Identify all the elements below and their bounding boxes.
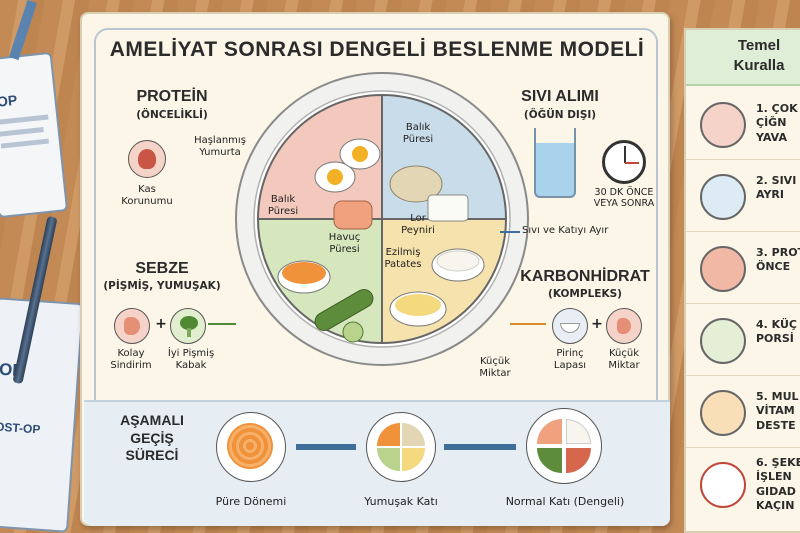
stage-arrow-2 <box>444 444 516 450</box>
carb-plus: + <box>591 316 603 332</box>
fluid-sub: (ÖĞÜN DIŞI) <box>523 109 597 121</box>
stomach-icon <box>114 308 150 344</box>
carb-sub: (KOMPLEKS) <box>548 288 622 300</box>
curd-label: Lor Peyniri <box>401 213 435 236</box>
protein-fish-label: Balık Püresi <box>267 194 299 217</box>
carb-header: KARBONHİDRAT <box>520 268 650 285</box>
rule-text-4: 4. KÜÇ PORSİ <box>756 318 797 346</box>
egg-label: Haşlanmış Yumurta <box>194 135 246 158</box>
vegetable-header: SEBZE <box>135 260 189 277</box>
vegetable-arrow <box>208 323 236 325</box>
poster: AMELİYAT SONRASI DENGELİ BESLENME MODELİ… <box>80 12 670 526</box>
veg-icon1-label: Kolay Sindirim <box>110 348 152 371</box>
protein-header: PROTEİN <box>136 88 208 105</box>
plate <box>235 72 529 366</box>
water-drop-icon <box>700 174 746 220</box>
veg-plus: + <box>155 316 167 332</box>
rule-item-protein: 3. PROT ÖNCE <box>686 234 800 304</box>
carb-arrow <box>510 323 546 325</box>
stage-normal-plate <box>526 408 602 484</box>
clock-icon <box>602 140 646 184</box>
plate-carb-section <box>381 218 508 345</box>
muscle-icon <box>128 140 166 178</box>
broccoli-icon <box>170 308 206 344</box>
rule-text-3: 3. PROT ÖNCE <box>756 246 800 274</box>
no-sugar-icon <box>700 462 746 508</box>
rule-item-chew: 1. ÇOK ÇİĞN YAVA <box>686 90 800 160</box>
small-portion-label: Küçük Miktar <box>479 356 511 379</box>
badge-text-bottom: OST-OP <box>0 419 41 437</box>
chewing-face-icon <box>700 102 746 148</box>
protein-sub: (ÖNCELİKLİ) <box>136 109 208 121</box>
stage-label-2: Yumuşak Katı <box>364 495 438 508</box>
vegetable-sub: (PİŞMİŞ, YUMUŞAK) <box>103 280 221 292</box>
pill-icon <box>700 390 746 436</box>
rules-panel: Temel Kuralla 1. ÇOK ÇİĞN YAVA 2. SIVI A… <box>684 28 800 533</box>
rule-text-6: 6. ŞEKE İŞLEN GIDAD KAÇIN <box>756 456 800 512</box>
potato-label: Ezilmiş Patates <box>384 247 422 270</box>
carb-icon1-label: Pirinç Lapası <box>553 348 587 371</box>
stage-label-3: Normal Katı (Dengeli) <box>505 495 625 508</box>
clock-label: 30 DK ÖNCE VEYA SONRA <box>593 187 655 209</box>
rule-text-2: 2. SIVI AYRI <box>756 174 797 202</box>
carrot-label: Havuç Püresi <box>328 232 361 255</box>
separate-arrow <box>500 231 520 233</box>
fluid-fish-label: Balık Püresi <box>402 122 434 145</box>
rule-item-vitamin: 5. MUL VİTAM DESTE <box>686 378 800 448</box>
rule-item-portion: 4. KÜÇ PORSİ <box>686 306 800 376</box>
water-glass-icon <box>534 128 576 198</box>
carb-icon2-label: Küçük Miktar <box>608 348 640 371</box>
poster-title: AMELİYAT SONRASI DENGELİ BESLENME MODELİ <box>109 38 645 61</box>
rule-text-1: 1. ÇOK ÇİĞN YAVA <box>756 102 798 144</box>
rule-text-5: 5. MUL VİTAM DESTE <box>756 390 799 432</box>
stage-arrow-1 <box>296 444 356 450</box>
protein-icon-label: Kas Korunumu <box>121 184 173 207</box>
fluid-header: SIVI ALIMI <box>521 88 599 105</box>
stomach-small-icon <box>606 308 642 344</box>
rules-header: Temel Kuralla <box>733 37 785 74</box>
stage-soft-plate <box>366 412 436 482</box>
plate-protein-section <box>256 93 383 220</box>
cup-icon <box>700 318 746 364</box>
rule-item-sugar: 6. ŞEKE İŞLEN GIDAD KAÇIN <box>686 450 800 533</box>
stage-label-1: Püre Dönemi <box>215 495 287 508</box>
stage-puree-plate <box>216 412 286 482</box>
rules-header-box: Temel Kuralla <box>686 30 800 86</box>
veg-icon2-label: İyi Pişmiş Kabak <box>167 348 215 371</box>
rule-item-fluid: 2. SIVI AYRI <box>686 162 800 232</box>
muscle-rule-icon <box>700 246 746 292</box>
rice-bowl-icon <box>552 308 588 344</box>
separate-label: Sıvı ve Katıyı Ayır <box>522 225 609 236</box>
process-title: AŞAMALI GEÇİŞ SÜRECİ <box>120 412 184 463</box>
badge-text-top: -OP <box>0 91 18 111</box>
